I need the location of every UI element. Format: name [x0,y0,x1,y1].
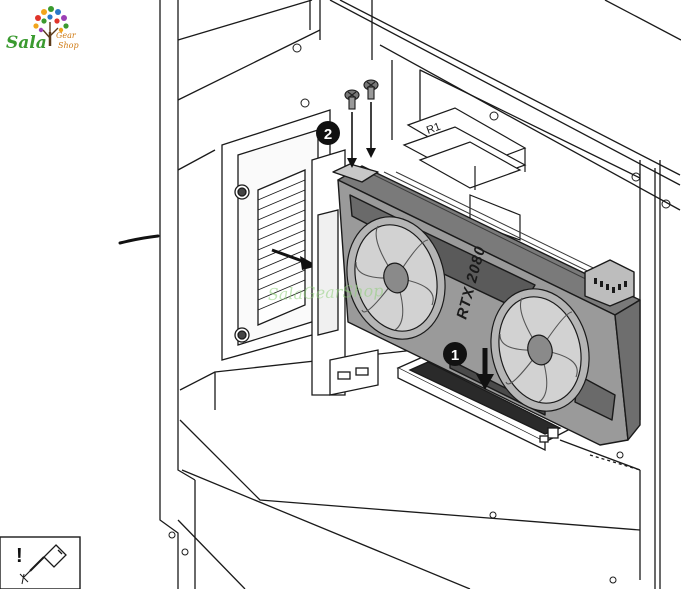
callout-step-2: 2 [316,121,340,145]
gpu-fan-left [346,216,446,340]
warning-symbol: ! [16,545,23,567]
screw [344,89,360,110]
gpu-fan-right [490,288,590,412]
tree-icon [33,6,69,46]
thumb-screw [234,184,250,200]
callout-step-1: 1 [443,342,467,366]
callout-step-2-number: 2 [324,126,332,143]
callout-step-1-number: 1 [451,347,459,364]
thumb-screw [234,327,250,343]
riser-label: R1 [425,121,442,137]
brand-logo: Sala Gear Shop [6,6,79,53]
case-screw-holes [168,43,671,584]
screw [363,79,379,100]
pcie-slot [396,355,574,452]
card-insert-arrow [476,348,494,390]
logo-brand-text: Sala [6,33,47,53]
screwdriver-icon [19,544,67,585]
side-panel-edge [118,234,160,245]
expansion-slot-cage [221,109,331,361]
riser-cable: R1 [402,107,527,241]
screw-insert-arrows [347,102,376,168]
watermark: SalaGearShop [267,281,383,304]
logo-sub-line1: Gear [56,31,77,40]
gpu-io-bracket [311,149,379,396]
tool-warning-box: ! [0,536,81,589]
bracket-screws [344,79,379,110]
logo-sub-line2: Shop [58,41,79,50]
